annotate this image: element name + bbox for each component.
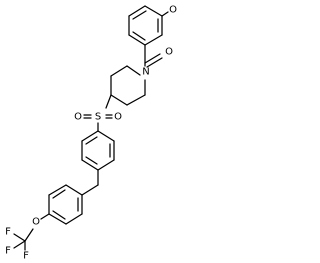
bond — [13, 233, 26, 242]
atom-piperidine-n: N — [142, 67, 149, 78]
bond — [65, 184, 83, 196]
atom-sulfur: S — [95, 112, 101, 123]
bond — [97, 130, 115, 142]
atom-f2: F — [5, 246, 11, 257]
aromatic-bond — [85, 136, 98, 145]
bond — [81, 130, 99, 142]
atom-f3: F — [23, 251, 29, 262]
bond — [128, 34, 146, 46]
atom-methoxy-o: O — [169, 5, 177, 16]
bond — [126, 65, 141, 76]
bond — [126, 94, 146, 106]
middle-phenyl-ring — [81, 130, 115, 171]
sulfonyl-group: S O O — [74, 94, 122, 132]
lower-phenyl-ring — [48, 184, 99, 225]
double-bond — [146, 57, 163, 68]
bond — [105, 94, 112, 109]
bond — [13, 240, 26, 249]
atom-ether-o: O — [32, 217, 40, 228]
carbonyl-group: O — [144, 44, 173, 68]
bond — [161, 11, 169, 17]
structure-diagram: O O N S O O — [5, 5, 177, 262]
aromatic-bond — [85, 156, 98, 165]
atom-carbonyl-o: O — [165, 47, 173, 58]
bond — [144, 34, 163, 46]
methoxyphenyl-ring — [128, 5, 163, 46]
bond — [48, 184, 67, 196]
aromatic-bond — [132, 31, 146, 41]
bond — [144, 53, 161, 64]
atom-sulfonyl-o-right: O — [114, 112, 122, 123]
bond — [24, 228, 34, 242]
bond — [128, 5, 146, 17]
bond — [40, 213, 50, 220]
bond — [81, 159, 99, 171]
bond — [97, 159, 115, 171]
bond — [144, 5, 163, 17]
bond — [110, 94, 128, 106]
bond — [65, 213, 83, 225]
bond — [81, 184, 99, 196]
piperidine-ring: N — [110, 62, 150, 106]
bond — [110, 65, 128, 77]
methoxy-group: O — [161, 5, 177, 17]
bond — [48, 213, 67, 225]
aromatic-bond — [132, 10, 147, 20]
trifluoromethoxy-group: O F F F — [5, 213, 50, 262]
aromatic-bond — [52, 189, 66, 199]
aromatic-bond — [52, 210, 66, 220]
atom-sulfonyl-o-left: O — [74, 112, 82, 123]
atom-f1: F — [5, 227, 11, 238]
